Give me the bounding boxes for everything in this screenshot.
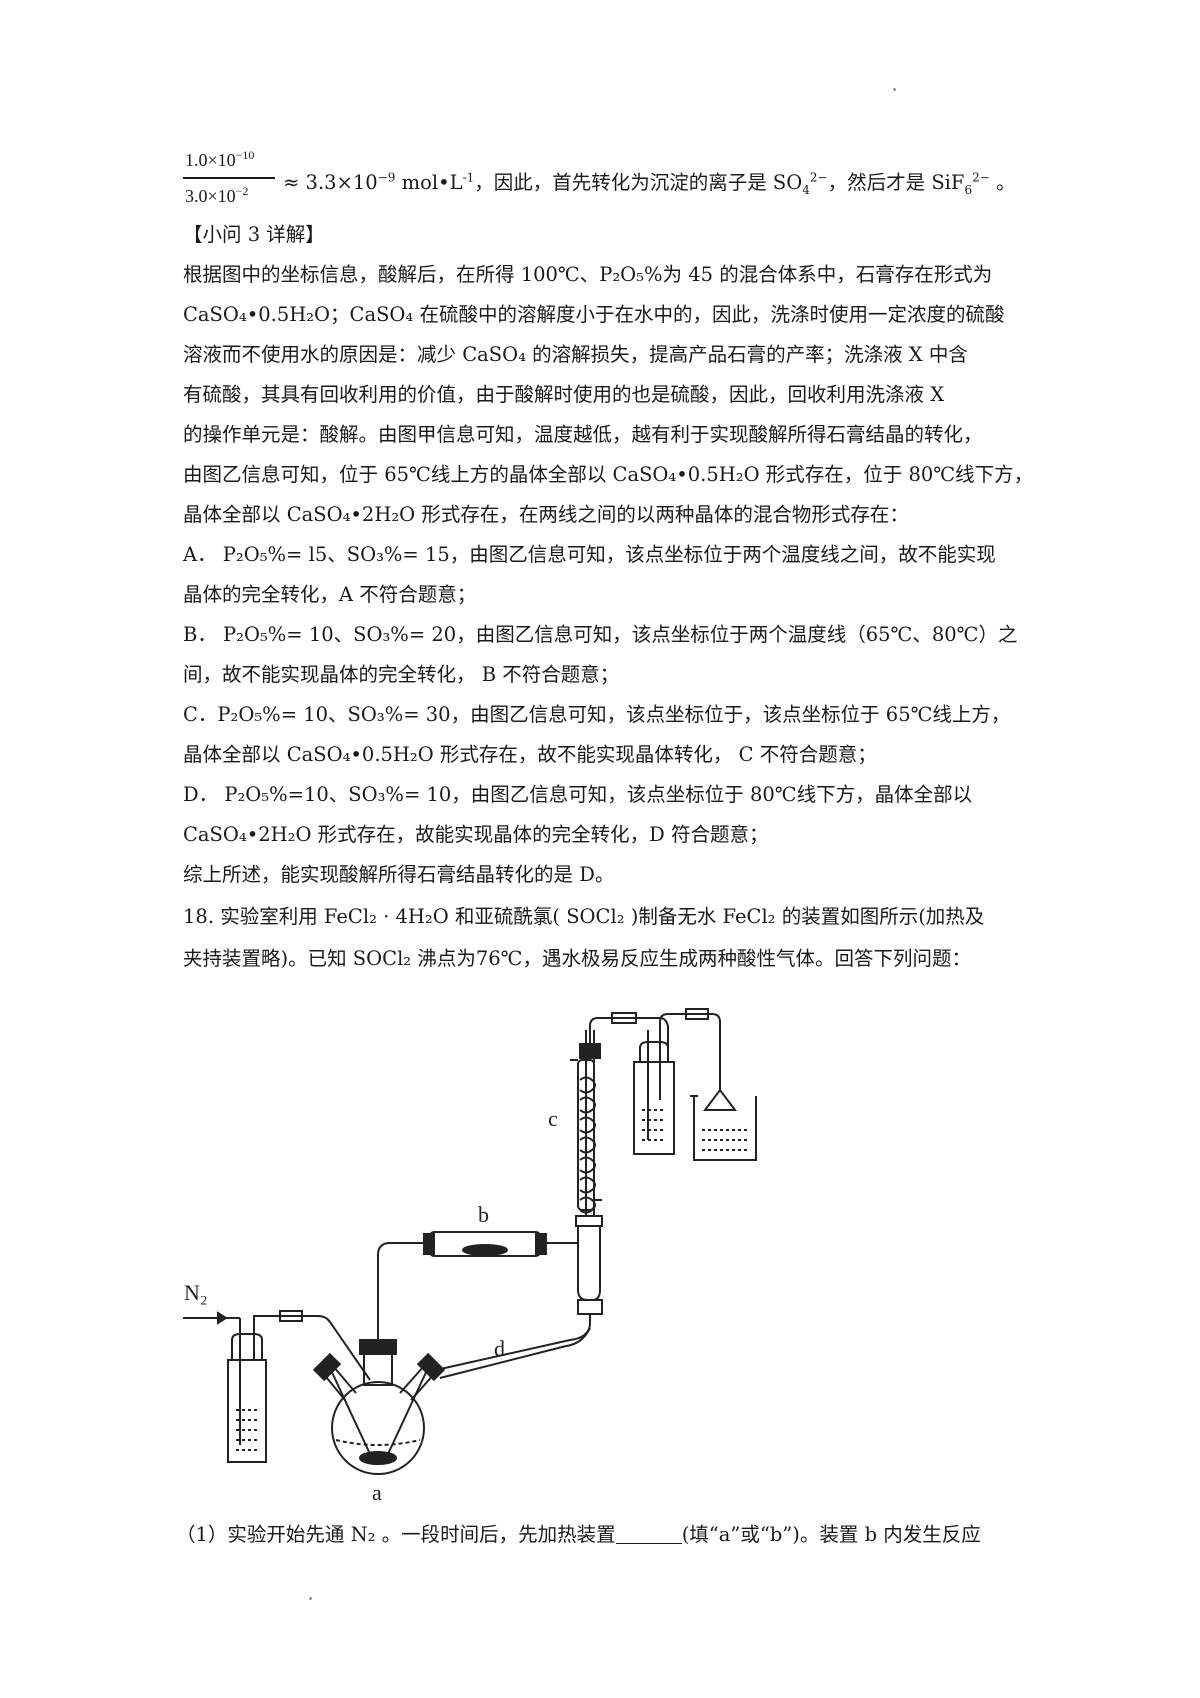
label-n2: N₂	[184, 1280, 208, 1305]
question-18-line: 夹持装置略)。已知 SOCl₂ 沸点为76℃，遇水极易反应生成两种酸性气体。回答…	[183, 947, 971, 970]
label-a: a	[372, 1480, 382, 1505]
text-line: 晶体全部以 CaSO₄•2H₂O 形式存在，在两线之间的以两种晶体的混合物形式存…	[183, 503, 909, 526]
answer-blank[interactable]	[615, 1525, 682, 1544]
beaker-absorber	[690, 1060, 757, 1161]
fraction-result-text: ≈ 3.3×10−9 mol•L-1，因此，首先转化为沉淀的离子是 SO42−，…	[283, 170, 1016, 197]
connecting-tube-d	[435, 1314, 591, 1371]
text-line: 由图乙信息可知，位于 65℃线上方的晶体全部以 CaSO₄•0.5H₂O 形式存…	[183, 463, 1034, 486]
label-d: d	[494, 1336, 505, 1361]
text-line: 间，故不能实现晶体的完全转化， B 不符合题意；	[183, 663, 620, 686]
option-c-line: C．P₂O₅%= 10、SO₃%= 30，由图乙信息可知，该点坐标位于，该点坐标…	[183, 703, 1011, 726]
section-heading: 【小问 3 详解】	[183, 223, 325, 246]
reaction-tube-b	[423, 1231, 547, 1257]
text-line: CaSO₄•0.5H₂O；CaSO₄ 在硫酸中的溶解度小于在水中的，因此，洗涤时…	[183, 303, 1005, 326]
text-line: 晶体的完全转化，A 不符合题意；	[183, 583, 477, 606]
label-b: b	[478, 1202, 489, 1227]
text-line: 溶液而不使用水的原因是：减少 CaSO₄ 的溶解损失，提高产品石膏的产率；洗涤液…	[183, 343, 968, 366]
fraction-denominator: 3.0×10−2	[185, 184, 249, 206]
option-d-line: D． P₂O₅%=10、SO₃%= 10，由图乙信息可知，该点坐标位于 80℃线…	[183, 783, 973, 806]
conclusion-line: 综上所述，能实现酸解所得石膏结晶转化的是 D。	[183, 863, 615, 886]
scan-dot	[893, 88, 896, 91]
option-b-line: B． P₂O₅%= 10、SO₃%= 20，由图乙信息可知，该点坐标位于两个温度…	[183, 623, 1018, 646]
fraction-bar	[183, 177, 275, 179]
connecting-tube	[377, 1242, 430, 1340]
condenser-c	[570, 1012, 637, 1315]
three-neck-flask-a	[312, 1339, 446, 1475]
option-a-line: A． P₂O₅%= l5、SO₃%= 15，由图乙信息可知，该点坐标位于两个温度…	[183, 543, 996, 566]
text-line: CaSO₄•2H₂O 形式存在，故能实现晶体的完全转化，D 符合题意；	[183, 823, 769, 846]
connecting-tube	[253, 1315, 371, 1381]
text-line: 有硫酸，其具有回收利用的价值，由于酸解时使用的也是硫酸，因此，回收利用洗涤液 X	[183, 383, 945, 406]
arrow-head-icon	[217, 1311, 228, 1325]
tube-joint	[279, 1310, 303, 1322]
text-line: 根据图中的坐标信息，酸解后，在所得 100℃、P₂O₅%为 45 的混合体系中，…	[183, 263, 993, 286]
left-wash-bottle	[226, 1317, 267, 1463]
connecting-tube-d	[439, 1327, 591, 1379]
question-18-line: 18. 实验室利用 FeCl₂ · 4H₂O 和亚硫酰氯( SOCl₂ )制备无…	[183, 905, 985, 928]
scan-dot	[309, 1597, 312, 1600]
fraction-numerator: 1.0×10−10	[185, 148, 255, 170]
question-1-line: （1）实验开始先通 N₂ 。一段时间后，先加热装置(填“a”或“b”)。装置 b…	[176, 1523, 981, 1546]
text-line: 晶体全部以 CaSO₄•0.5H₂O 形式存在，故不能实现晶体转化， C 不符合…	[183, 743, 877, 766]
right-wash-bottle	[633, 1008, 721, 1155]
label-c: c	[548, 1106, 558, 1131]
text-line: 的操作单元是：酸解。由图甲信息可知，温度越低，越有利于实现酸解所得石膏结晶的转化…	[183, 423, 983, 446]
